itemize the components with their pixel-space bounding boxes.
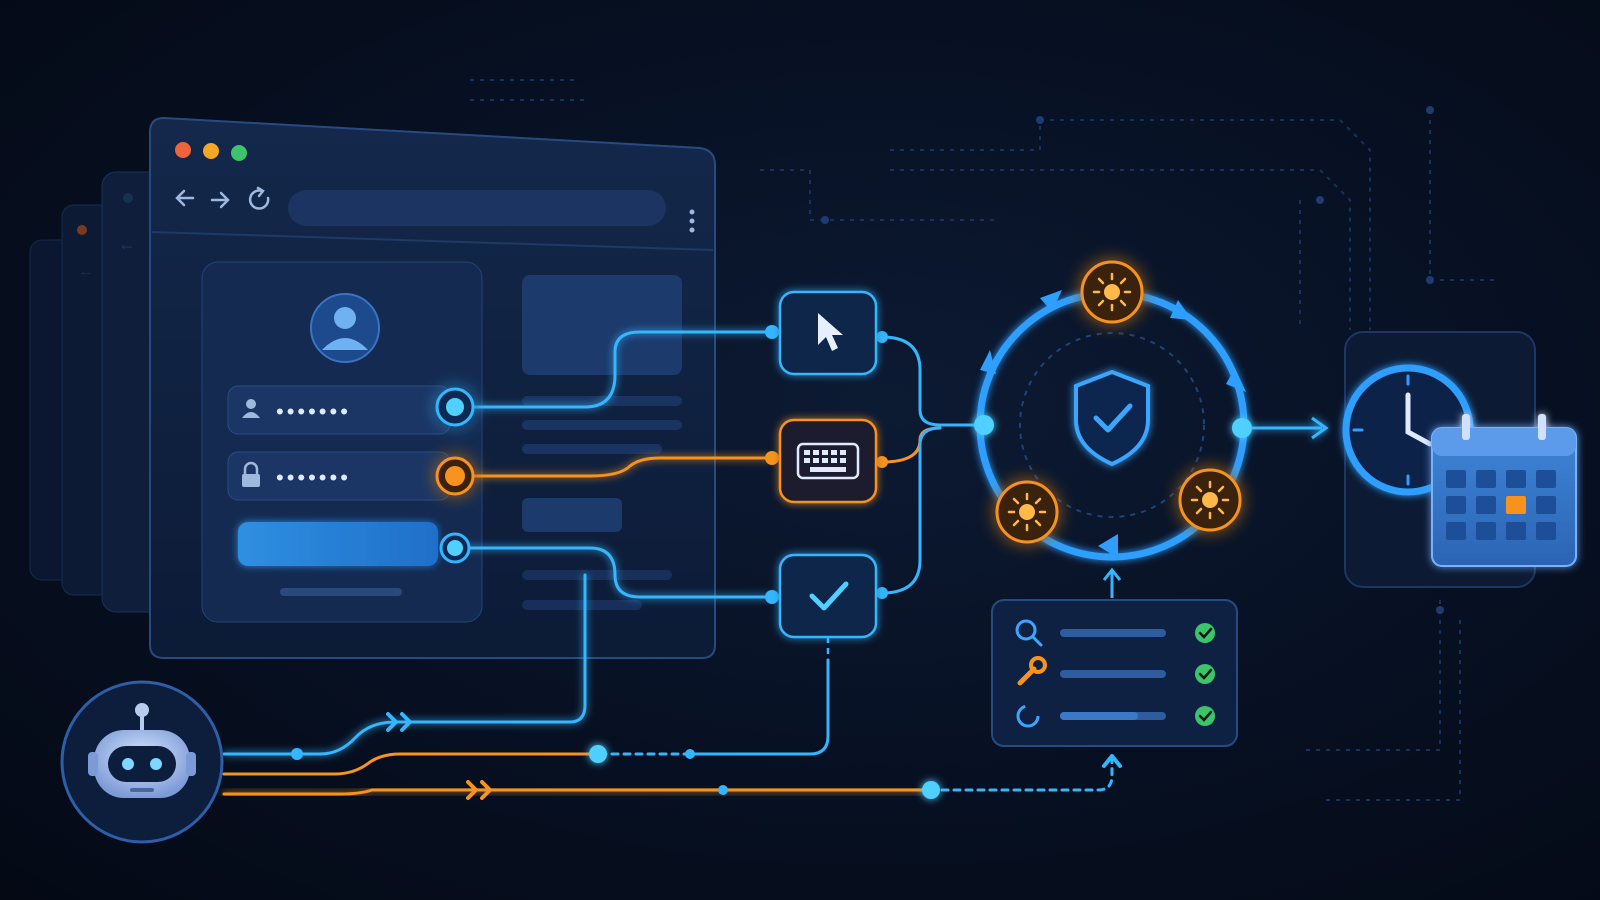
sun-icon: [1080, 260, 1144, 324]
calendar-highlight-day: [1506, 496, 1526, 514]
user-icon: [242, 399, 260, 418]
forward-arrow-icon[interactable]: [210, 191, 230, 209]
wrench-icon: [1017, 656, 1047, 686]
checklist-bar: [1060, 670, 1166, 678]
content-block: [522, 498, 622, 532]
password-value: •••••••: [276, 465, 351, 490]
action-click[interactable]: [778, 290, 878, 376]
sun-icon: [1178, 468, 1242, 532]
checklist-bar-fill: [1060, 712, 1138, 720]
window-minimize-dot[interactable]: [203, 143, 219, 159]
check-circle-icon: [1195, 623, 1215, 643]
chevron-arrows: [386, 712, 1122, 800]
cycle-arrowheads: [980, 290, 1246, 558]
checklist-panel: [991, 599, 1238, 747]
checklist-to-cycle-arrow: [1102, 567, 1122, 598]
keyboard-icon: [796, 442, 860, 480]
address-bar[interactable]: [288, 190, 666, 226]
kebab-menu-icon[interactable]: [689, 209, 695, 233]
content-line: [522, 444, 662, 454]
action-verify[interactable]: [778, 553, 878, 639]
bottom-flow-lines: [222, 573, 1114, 796]
svg-text:←: ←: [78, 263, 94, 280]
cycle-to-schedule-arrow: [1252, 416, 1329, 440]
spinner-icon: [1016, 704, 1040, 728]
user-avatar-icon: [310, 293, 380, 363]
shield-check-icon: [1074, 369, 1150, 467]
reload-icon[interactable]: [248, 186, 270, 210]
window-maximize-dot[interactable]: [231, 145, 247, 161]
checkmark-icon: [809, 581, 849, 611]
svg-text:←: ←: [118, 234, 136, 254]
robot-icon: [60, 680, 224, 844]
cycle-node-right: [1232, 418, 1252, 438]
check-circle-icon: [1195, 706, 1215, 726]
username-value: •••••••: [276, 399, 351, 424]
sun-icon: [995, 480, 1059, 544]
browser-window: ••••••• •••••••: [149, 116, 716, 659]
bottom-flow-nodes: [291, 745, 940, 799]
login-button[interactable]: [238, 522, 438, 566]
content-line: [522, 600, 642, 610]
window-close-dot[interactable]: [175, 142, 191, 158]
content-line: [522, 396, 682, 406]
lock-icon: [242, 461, 260, 487]
cycle-node-left: [974, 415, 994, 435]
cursor-icon: [818, 313, 843, 351]
content-image-placeholder: [522, 275, 682, 375]
checklist-bar: [1060, 629, 1166, 637]
background-dots: [821, 106, 1444, 614]
search-icon: [1015, 619, 1043, 647]
action-type[interactable]: [778, 418, 878, 504]
content-line: [522, 420, 682, 430]
back-arrow-icon[interactable]: [175, 189, 195, 207]
forgot-link-placeholder[interactable]: [280, 588, 402, 596]
flow-connectors: [453, 330, 982, 599]
calendar-icon: [1431, 414, 1577, 567]
form-connector-nodes: [435, 325, 888, 604]
check-circle-icon: [1195, 664, 1215, 684]
content-line: [522, 570, 672, 580]
validation-cycle: [974, 260, 1252, 561]
